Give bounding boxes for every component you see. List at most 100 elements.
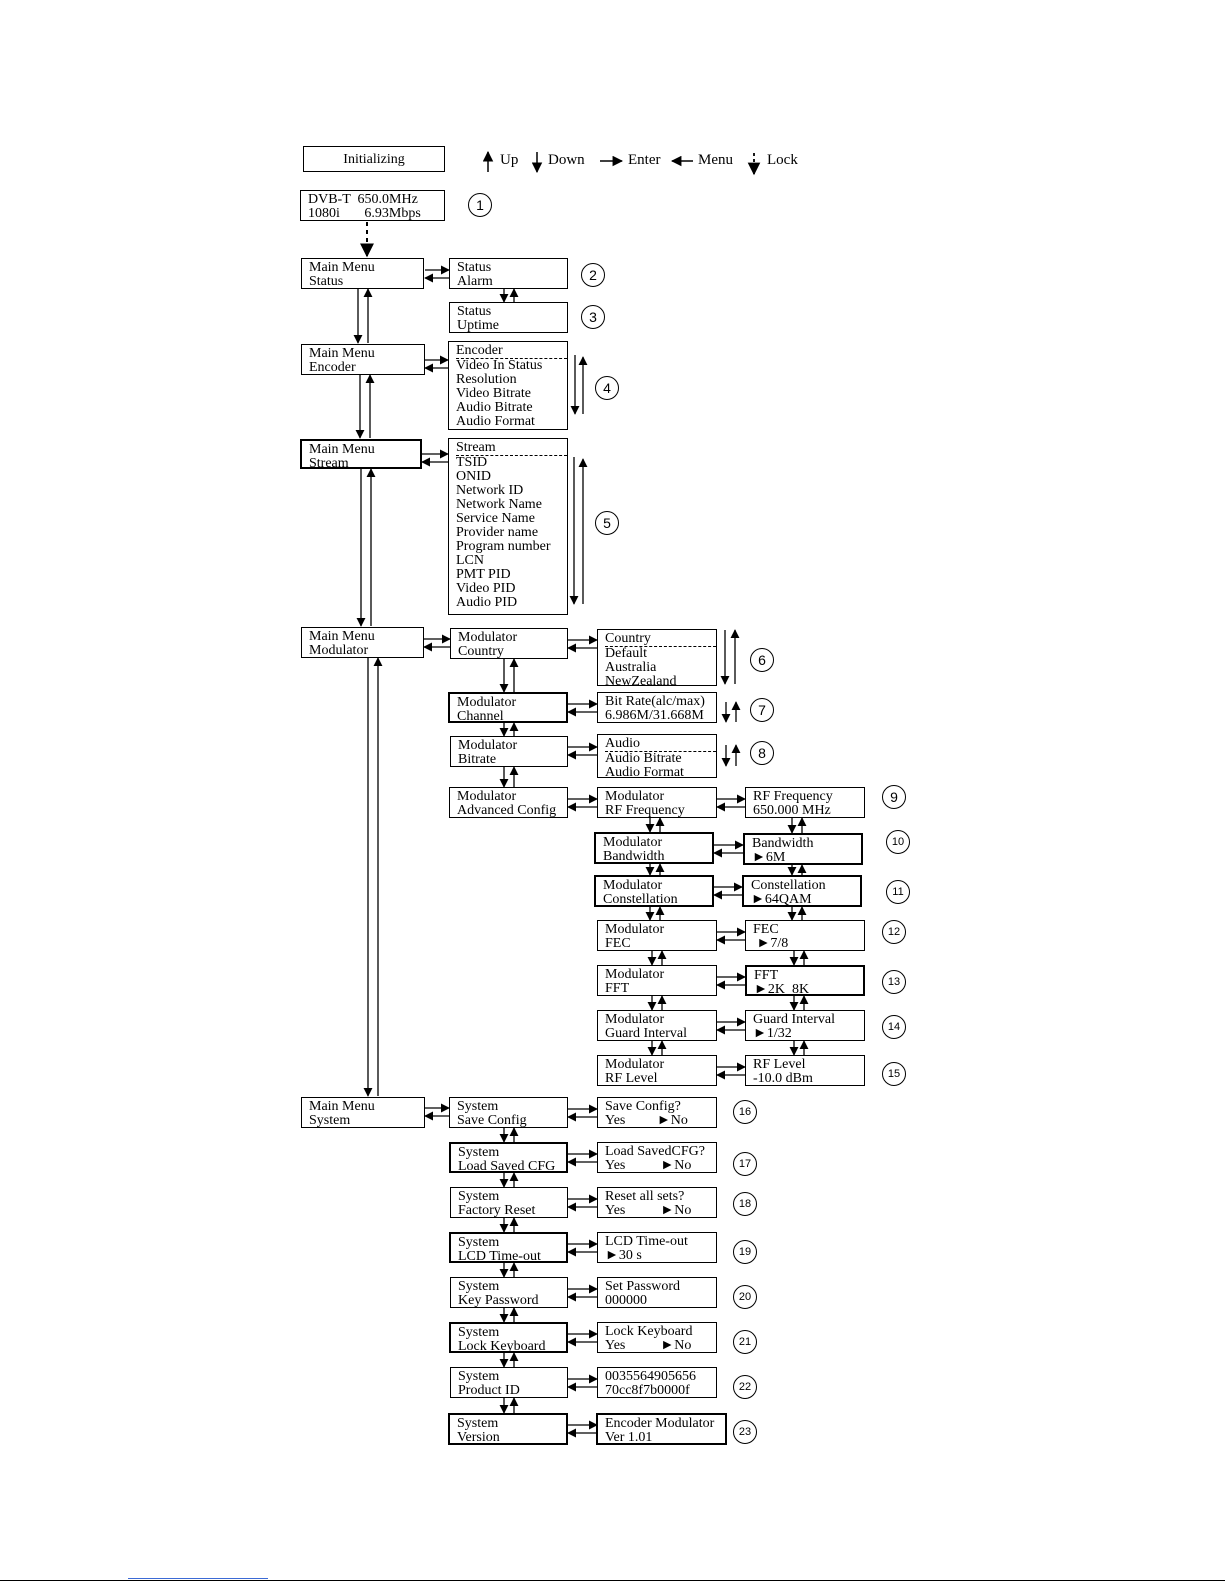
box-line: System <box>458 1279 500 1294</box>
box-line: Guard Interval <box>753 1012 836 1027</box>
box-line: ►30 s <box>605 1248 642 1263</box>
lcd-val-box: LCD Time-out►30 s <box>597 1232 717 1263</box>
box-line: Yes ►No <box>605 1338 692 1353</box>
box-line: Reset all sets? <box>605 1189 685 1204</box>
step-marker-10: 10 <box>886 830 910 854</box>
box-line: ►64QAM <box>751 892 812 907</box>
box-line: -10.0 dBm <box>753 1071 813 1086</box>
box-line: ►7/8 <box>753 936 789 951</box>
box-line: Channel <box>457 709 504 723</box>
box-line: Stream <box>456 441 567 456</box>
box-line: Modulator <box>605 922 665 937</box>
box-line: Audio Format <box>456 414 535 429</box>
step-marker-1: 1 <box>468 193 492 217</box>
box-line: System <box>458 1189 500 1204</box>
step-marker-22: 22 <box>733 1375 757 1399</box>
load-val-box: Load SavedCFG?Yes ►No <box>597 1142 717 1173</box>
step-marker-4: 4 <box>595 376 619 400</box>
step-marker-23: 23 <box>733 1420 757 1444</box>
step-marker-2: 2 <box>581 263 605 287</box>
box-line: Modulator <box>603 835 663 850</box>
box-line: Provider name <box>456 525 539 540</box>
box-line: Video Bitrate <box>456 386 531 401</box>
box-line: ►2K 8K <box>754 982 810 996</box>
box-line: Encoder Modulator <box>605 1416 715 1431</box>
step-marker-20: 20 <box>733 1285 757 1309</box>
box-line: Main Menu <box>309 629 375 644</box>
const-val-box: Constellation►64QAM <box>742 875 862 907</box>
box-line: System <box>309 1113 351 1128</box>
box-line: Yes ►No <box>605 1113 688 1128</box>
box-line: Modulator <box>309 643 369 658</box>
rfl-val-box: RF Level-10.0 dBm <box>745 1055 865 1086</box>
box-line: 000000 <box>605 1293 647 1308</box>
box-line: FEC <box>605 936 631 951</box>
box-line: Main Menu <box>309 1099 375 1114</box>
box-line: Resolution <box>456 372 517 387</box>
box-line: Modulator <box>605 1057 665 1072</box>
box-line: Program number <box>456 539 551 554</box>
box-line: Video PID <box>456 581 516 596</box>
step-marker-11: 11 <box>886 880 910 904</box>
box-line: Key Password <box>458 1293 539 1308</box>
box-line: Modulator <box>605 1012 665 1027</box>
box-line: RF Frequency <box>753 789 833 804</box>
box-line: Version <box>457 1430 500 1445</box>
box-line: RF Frequency <box>605 803 685 818</box>
box-line: DVB-T 650.0MHz <box>308 192 418 207</box>
box-line: Modulator <box>605 789 665 804</box>
box-line: Encoder <box>456 344 567 359</box>
step-marker-5: 5 <box>595 511 619 535</box>
box-line: Main Menu <box>309 346 375 361</box>
fec-val-box: FEC ►7/8 <box>745 920 865 951</box>
box-line: Yes ►No <box>605 1203 692 1218</box>
box-line: Yes ►No <box>605 1158 692 1173</box>
box-line: Video In Status <box>456 358 543 373</box>
box-line: 1080i 6.93Mbps <box>308 206 421 221</box>
box-line: Bitrate <box>458 752 497 767</box>
box-line: ►6M <box>752 850 786 865</box>
step-marker-3: 3 <box>581 305 605 329</box>
box-line: Country <box>605 632 716 647</box>
box-line: System <box>458 1369 500 1384</box>
box-line: 650.000 MHz <box>753 803 831 818</box>
box-line: Save Config? <box>605 1099 681 1114</box>
box-line: FEC <box>753 922 779 937</box>
step-marker-18: 18 <box>733 1192 757 1216</box>
step-marker-17: 17 <box>733 1152 757 1176</box>
step-marker-15: 15 <box>882 1062 906 1086</box>
box-line: Network Name <box>456 497 542 512</box>
box-line: Load Saved CFG <box>458 1159 556 1173</box>
step-marker-6: 6 <box>750 648 774 672</box>
box-line: LCN <box>456 553 484 568</box>
box-line: Bandwidth <box>752 836 814 851</box>
box-line: Constellation <box>751 878 826 893</box>
box-line: Load SavedCFG? <box>605 1144 705 1159</box>
legend-menu-label: Menu <box>698 152 733 168</box>
box-line: Lock Keyboard <box>605 1324 693 1339</box>
step-marker-16: 16 <box>733 1100 757 1124</box>
box-line: Initializing <box>343 152 405 167</box>
gi-val-box: Guard Interval►1/32 <box>745 1010 865 1041</box>
box-line: 70cc8f7b0000f <box>605 1383 690 1398</box>
